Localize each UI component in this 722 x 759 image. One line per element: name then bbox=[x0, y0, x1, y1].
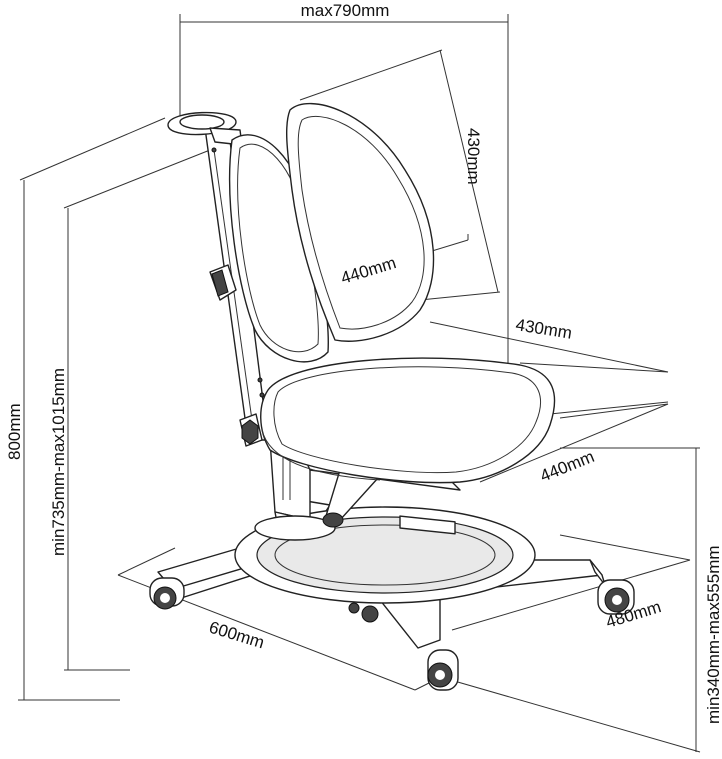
backrest-front-pad bbox=[285, 102, 435, 342]
seat-cushion bbox=[260, 357, 556, 484]
seat-height-label: min340mm-max555mm bbox=[704, 545, 722, 724]
chair-illustration bbox=[149, 102, 635, 691]
seat-depth-label: 430mm bbox=[514, 315, 573, 343]
caster-back bbox=[348, 602, 379, 623]
seat-width-label: 440mm bbox=[537, 447, 597, 486]
base-length-label: 600mm bbox=[207, 618, 267, 653]
backrest-height-label: 430mm bbox=[464, 128, 483, 185]
back-adjust-knobs bbox=[209, 264, 263, 447]
caster-front-center bbox=[427, 649, 459, 691]
gas-column bbox=[254, 439, 336, 541]
total-width-label: max790mm bbox=[301, 1, 390, 20]
caster-front-left bbox=[149, 577, 185, 610]
total-height-label: 800mm bbox=[5, 403, 24, 460]
dimension-lines bbox=[18, 14, 701, 753]
cup-holder bbox=[167, 111, 243, 146]
caster-right bbox=[597, 579, 635, 615]
adjustable-height-label: min735mm-max1015mm bbox=[49, 368, 68, 556]
